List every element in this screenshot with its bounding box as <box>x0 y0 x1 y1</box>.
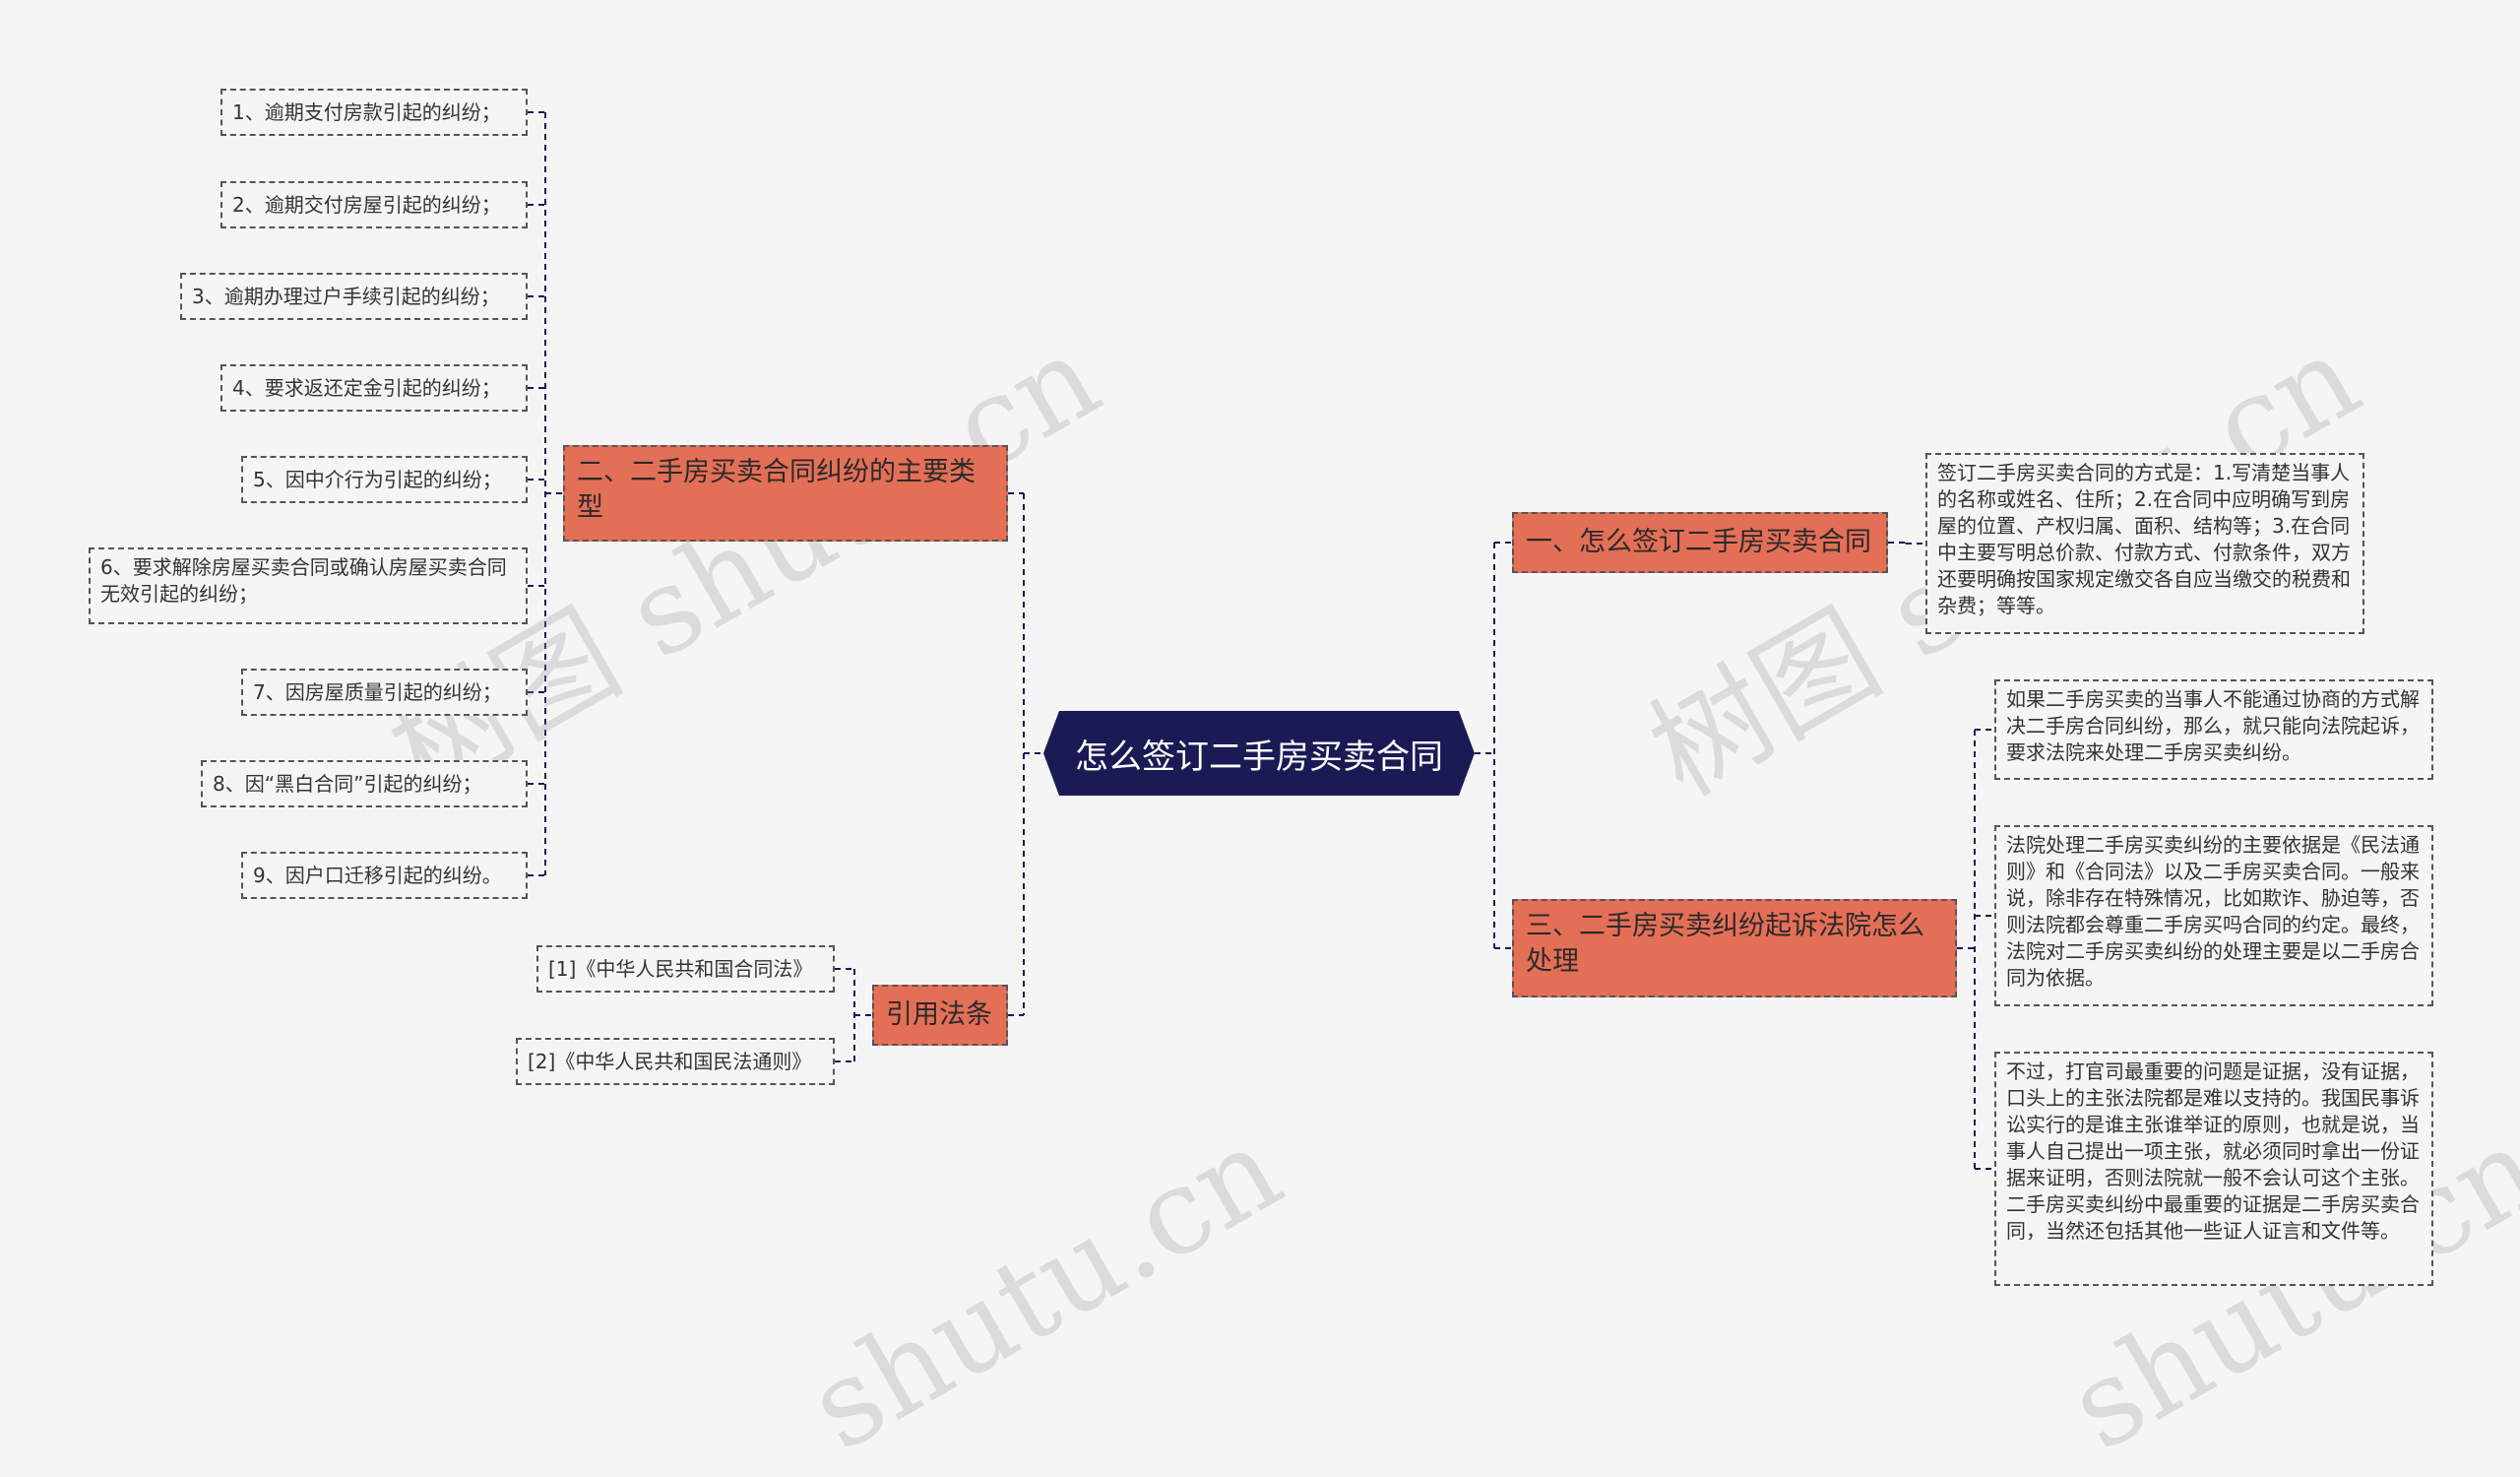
root-topic[interactable]: 怎么签订二手房买卖合同 <box>1043 711 1475 796</box>
connector-lines <box>528 111 1994 1170</box>
root-shape <box>1043 711 1475 796</box>
dispute-type-item[interactable]: 3、逾期办理过户手续引起的纠纷； <box>180 273 528 320</box>
dispute-type-item[interactable]: 2、逾期交付房屋引起的纠纷； <box>220 181 528 228</box>
cited-law-item[interactable]: [2]《中华人民共和国民法通则》 <box>516 1038 835 1085</box>
court-handling-detail[interactable]: 如果二手房买卖的当事人不能通过协商的方式解决二手房合同纠纷，那么，就只能向法院起… <box>1994 679 2433 780</box>
branch-court-handling-label: 三、二手房买卖纠纷起诉法院怎么处理 <box>1526 911 1924 977</box>
dispute-type-item[interactable]: 6、要求解除房屋买卖合同或确认房屋买卖合同无效引起的纠纷； <box>89 547 528 624</box>
branch-dispute-types[interactable]: 二、二手房买卖合同纠纷的主要类型 <box>563 445 1008 542</box>
branch-how-to-sign-label: 一、怎么签订二手房买卖合同 <box>1526 527 1871 557</box>
dispute-type-item[interactable]: 8、因“黑白合同”引起的纠纷； <box>201 760 528 807</box>
dispute-type-item[interactable]: 9、因户口迁移引起的纠纷。 <box>241 852 528 899</box>
branch-how-to-sign[interactable]: 一、怎么签订二手房买卖合同 <box>1512 512 1888 573</box>
mind-map: 树图 shutu.cn 树图 shutu.cn shutu.cn shutu.c… <box>89 89 2520 1477</box>
dispute-type-item[interactable]: 7、因房屋质量引起的纠纷； <box>241 669 528 716</box>
court-handling-detail[interactable]: 法院处理二手房买卖纠纷的主要依据是《民法通则》和《合同法》以及二手房买卖合同。一… <box>1994 825 2433 1006</box>
dispute-type-item[interactable]: 5、因中介行为引起的纠纷； <box>241 456 528 503</box>
court-handling-detail[interactable]: 不过，打官司最重要的问题是证据，没有证据，口头上的主张法院都是难以支持的。我国民… <box>1994 1052 2433 1286</box>
branch-court-handling[interactable]: 三、二手房买卖纠纷起诉法院怎么处理 <box>1512 899 1957 997</box>
branch-cited-laws-label: 引用法条 <box>886 999 992 1030</box>
dispute-type-item[interactable]: 4、要求返还定金引起的纠纷； <box>220 364 528 412</box>
root-label: 怎么签订二手房买卖合同 <box>1075 737 1443 777</box>
branch-dispute-types-label: 二、二手房买卖合同纠纷的主要类型 <box>577 457 976 523</box>
cited-law-item[interactable]: [1]《中华人民共和国合同法》 <box>536 945 835 993</box>
dispute-type-item[interactable]: 1、逾期支付房款引起的纠纷； <box>220 89 528 136</box>
branch-cited-laws[interactable]: 引用法条 <box>872 985 1008 1046</box>
how-to-sign-detail[interactable]: 签订二手房买卖合同的方式是：1.写清楚当事人的名称或姓名、住所；2.在合同中应明… <box>1925 453 2364 634</box>
